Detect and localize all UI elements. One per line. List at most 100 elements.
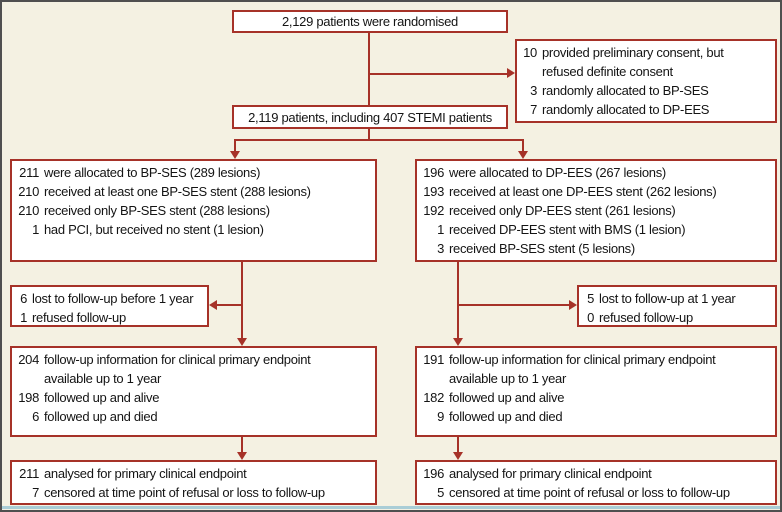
line-count: 0 [587, 310, 594, 325]
box-randomised: 2,129 patients were randomised [232, 10, 508, 33]
line-count: 5 [587, 291, 594, 306]
line-text: censored at time point of refusal or los… [44, 485, 325, 500]
line-text: were allocated to DP-EES (267 lesions) [449, 165, 666, 180]
box-dpees-allocation: 196 were allocated to DP-EES (267 lesions… [415, 159, 777, 262]
connector-to-dpees-lost [459, 304, 569, 306]
arrowhead-bpses-followup-icon [237, 338, 247, 346]
line-count: 10 [523, 45, 537, 60]
arrowhead-consent-excluded-icon [507, 68, 515, 78]
connector-split-right [522, 139, 524, 153]
flow-line: 191 follow-up information for clinical pr… [422, 350, 770, 369]
line-count [522, 62, 542, 81]
arrowhead-bpses-lost-icon [209, 300, 217, 310]
line-count: 7 [32, 485, 39, 500]
line-text: randomly allocated to DP-EES [542, 102, 710, 117]
line-text: follow-up information for clinical prima… [44, 352, 311, 367]
box-included-stemi-text: 2,119 patients, including 407 STEMI pati… [248, 109, 492, 125]
line-text: received DP-EES stent with BMS (1 lesion… [449, 222, 686, 237]
flow-line: 5 lost to follow-up at 1 year [584, 289, 770, 308]
flow-line: 196 were allocated to DP-EES (267 lesions… [422, 163, 770, 182]
arrowhead-bpses-allocation-icon [230, 151, 240, 159]
line-text: received only BP-SES stent (288 lesions) [44, 203, 270, 218]
line-count: 210 [18, 184, 39, 199]
arrowhead-dpees-followup-icon [453, 338, 463, 346]
connector-to-consent-excluded [368, 73, 507, 75]
line-text: refused follow-up [599, 310, 693, 325]
line-text: available up to 1 year [44, 371, 161, 386]
flow-line: 1 received DP-EES stent with BMS (1 lesio… [422, 220, 770, 239]
line-count: 1 [437, 222, 444, 237]
line-text: followed up and alive [449, 390, 565, 405]
line-text: followed up and died [449, 409, 563, 424]
line-text: lost to follow-up at 1 year [599, 291, 736, 306]
line-text: had PCI, but received no stent (1 lesion… [44, 222, 264, 237]
flow-line: 211 were allocated to BP-SES (289 lesions… [17, 163, 370, 182]
flow-line: 204 follow-up information for clinical pr… [17, 350, 370, 369]
flow-line: 3 received BP-SES stent (5 lesions) [422, 239, 770, 258]
line-text: refused follow-up [32, 310, 126, 325]
flow-line: 7 censored at time point of refusal or lo… [17, 483, 370, 502]
connector-randomised-to-included [368, 33, 370, 105]
line-text: randomly allocated to BP-SES [542, 83, 709, 98]
flow-line: 196 analysed for primary clinical endpoin… [422, 464, 770, 483]
line-text: received at least one BP-SES stent (288 … [44, 184, 311, 199]
box-randomised-text: 2,129 patients were randomised [281, 14, 458, 29]
line-text: analysed for primary clinical endpoint [449, 466, 652, 481]
flow-line: 193 received at least one DP-EES stent (2… [422, 182, 770, 201]
arrowhead-dpees-allocation-icon [518, 151, 528, 159]
line-count: 204 [18, 352, 39, 367]
bottom-accent-line [2, 506, 780, 509]
connector-bpses-allocation-to-followup [241, 262, 243, 338]
line-count: 192 [423, 203, 444, 218]
line-count: 1 [20, 310, 27, 325]
line-text: were allocated to BP-SES (289 lesions) [44, 165, 261, 180]
box-dpees-analysed: 196 analysed for primary clinical endpoin… [415, 460, 777, 505]
line-text: follow-up information for clinical prima… [449, 352, 716, 367]
flow-line: available up to 1 year [422, 369, 770, 388]
box-bpses-allocation: 211 were allocated to BP-SES (289 lesions… [10, 159, 377, 262]
line-text: followed up and alive [44, 390, 160, 405]
line-count: 198 [18, 390, 39, 405]
line-count: 6 [20, 291, 27, 306]
connector-bpses-followup-to-analysed [241, 437, 243, 452]
line-text: censored at time point of refusal or los… [449, 485, 730, 500]
line-count: 196 [423, 466, 444, 481]
line-text: received at least one DP-EES stent (262 … [449, 184, 717, 199]
line-count: 211 [19, 466, 39, 481]
line-text: received BP-SES stent (5 lesions) [449, 241, 635, 256]
box-included-stemi: 2,119 patients, including 407 STEMI pati… [232, 105, 508, 129]
connector-included-down [368, 129, 370, 141]
line-count: 3 [437, 241, 444, 256]
connector-split-horizontal [234, 139, 524, 141]
line-count: 3 [530, 83, 537, 98]
line-count: 196 [423, 165, 444, 180]
flow-line: available up to 1 year [17, 369, 370, 388]
flow-line: 182 followed up and alive [422, 388, 770, 407]
line-count: 191 [423, 352, 444, 367]
line-count: 211 [19, 165, 39, 180]
box-bpses-followup-info: 204 follow-up information for clinical pr… [10, 346, 377, 437]
line-text: provided preliminary consent, but [542, 45, 724, 60]
connector-dpees-followup-to-analysed [457, 437, 459, 452]
arrowhead-dpees-lost-icon [569, 300, 577, 310]
line-text: available up to 1 year [449, 371, 566, 386]
line-count: 182 [423, 390, 444, 405]
arrowhead-dpees-analysed-icon [453, 452, 463, 460]
flow-line: 210 received at least one BP-SES stent (2… [17, 182, 370, 201]
line-text: followed up and died [44, 409, 158, 424]
line-count [17, 369, 44, 388]
flow-line: 198 followed up and alive [17, 388, 370, 407]
line-count: 193 [423, 184, 444, 199]
